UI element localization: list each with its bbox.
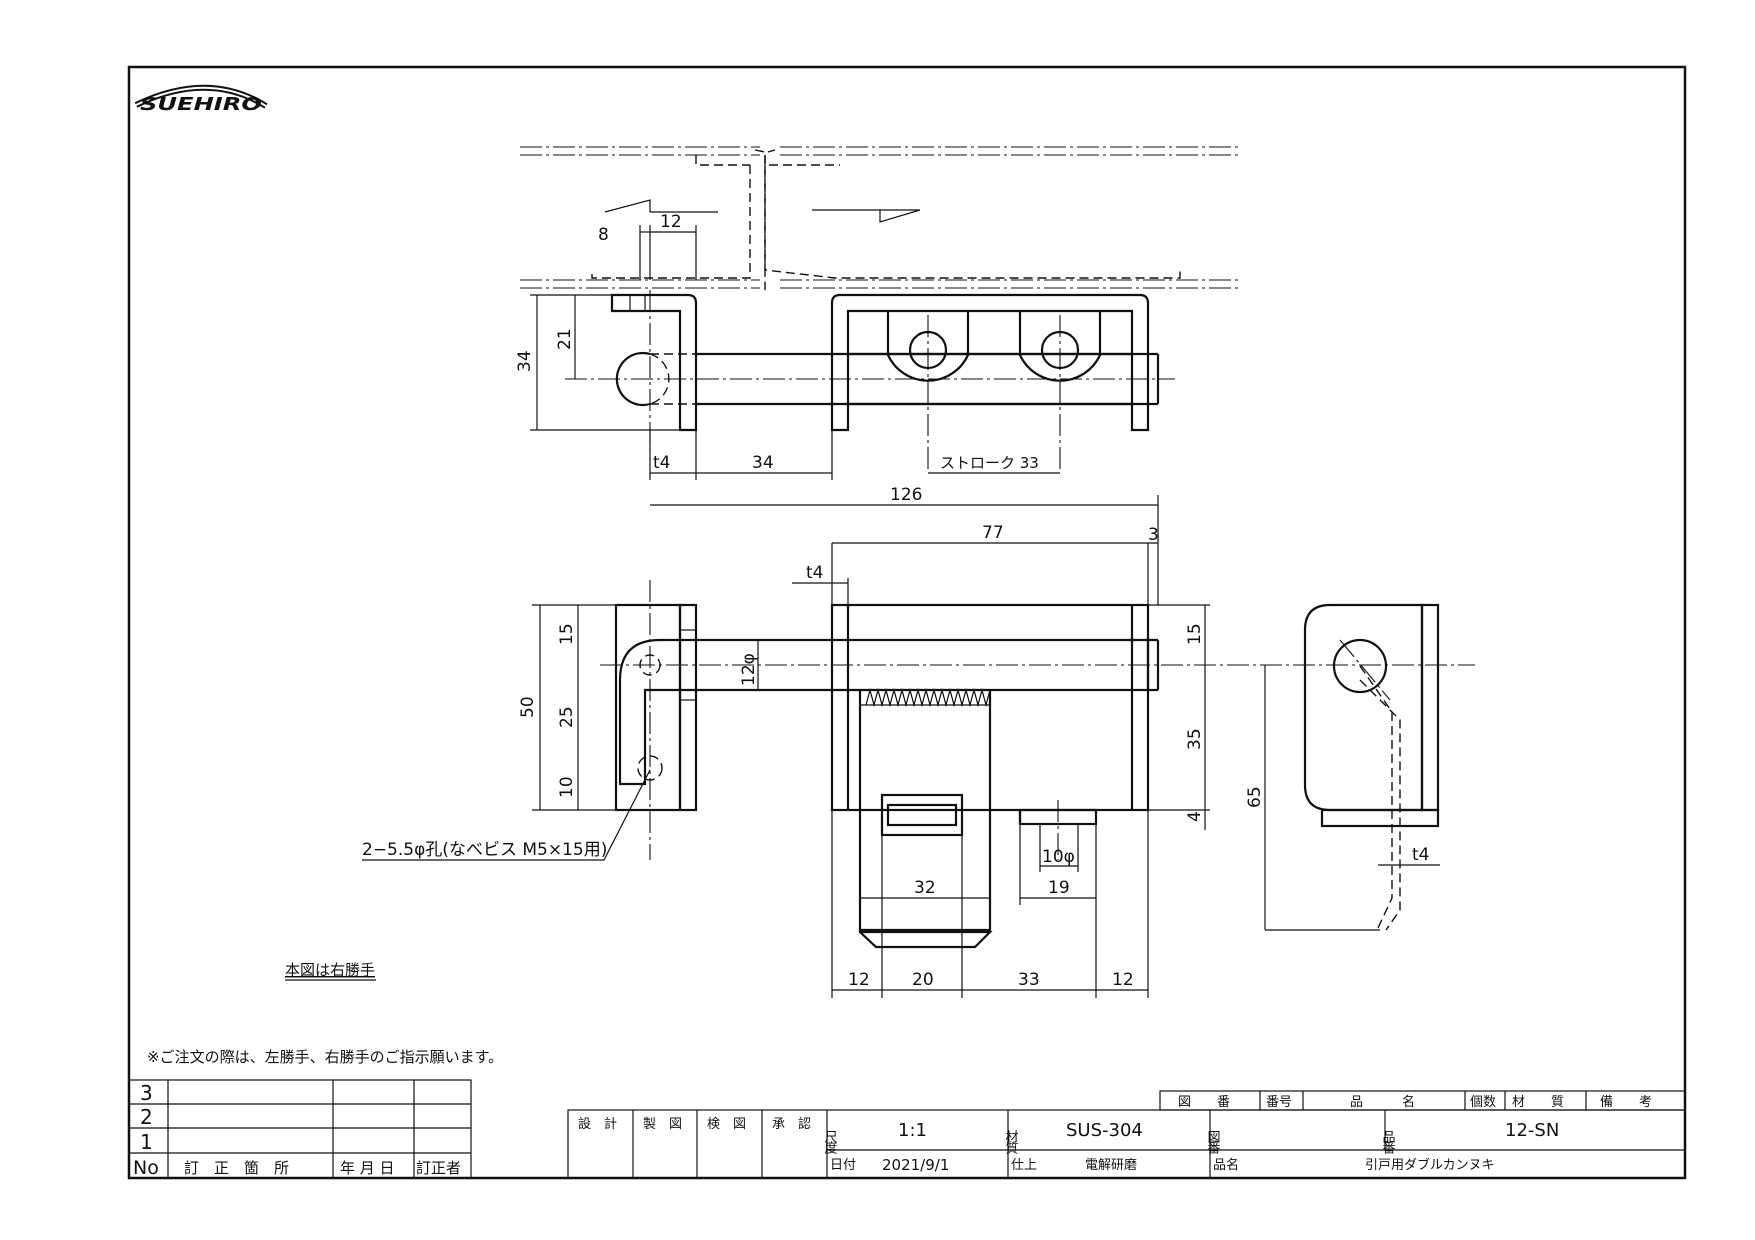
title-block: 図 番 番号 品 名 個数 材 質 備 考 設 計 製 図 検 図 承 認 尺度…: [567, 1090, 1686, 1179]
value-scale: 1:1: [898, 1120, 927, 1141]
side-view: t4: [1265, 603, 1440, 931]
drawing-border: [127, 65, 1687, 1180]
label-drawing-no: 図番: [1205, 1130, 1221, 1155]
top-view: 8 12 34 21 t4 34 ストローク 33: [515, 146, 1240, 480]
approval-check: 検 図: [707, 1117, 746, 1132]
dim-4: 4: [1185, 811, 1205, 822]
value-date: 2021/9/1: [882, 1156, 949, 1174]
revision-row-3: 3: [140, 1081, 153, 1105]
dim-12phi: 12φ: [739, 653, 759, 686]
dim-10-left: 10: [557, 776, 577, 798]
label-date: 日付: [830, 1158, 856, 1173]
header-material: 材 質: [1512, 1095, 1564, 1110]
value-material: SUS-304: [1066, 1120, 1143, 1141]
suehiro-logo: SUEHIRO: [134, 84, 268, 115]
dim-15-left: 15: [557, 623, 577, 645]
dim-19: 19: [1048, 878, 1070, 898]
dim-34-vertical: 34: [515, 350, 535, 372]
dim-77: 77: [982, 523, 1004, 543]
dim-20: 20: [912, 970, 934, 990]
dim-65: 65: [1245, 786, 1265, 808]
dim-8: 8: [598, 225, 609, 245]
dim-12-top: 12: [660, 212, 682, 232]
dim-12-right: 12: [1112, 970, 1134, 990]
logo-text: SUEHIRO: [140, 94, 262, 115]
revision-header-reviser: 訂正者: [416, 1159, 461, 1177]
header-remarks: 備 考: [1600, 1094, 1652, 1110]
header-drawing-no: 図 番: [1178, 1095, 1230, 1110]
note-hole: 2−5.5φ孔(なべビス M5×15用): [362, 840, 607, 860]
header-number: 番号: [1266, 1095, 1292, 1110]
dim-25: 25: [557, 706, 577, 728]
dim-stroke-33: ストローク 33: [940, 454, 1039, 472]
value-name: 引戸用ダブルカンヌキ: [1365, 1157, 1495, 1173]
dim-t4-top: t4: [653, 453, 670, 473]
dim-12-left: 12: [848, 970, 870, 990]
dim-50: 50: [518, 696, 538, 718]
dim-34-horizontal: 34: [752, 453, 774, 473]
overall-dimensions: 126 77 3 t4: [649, 485, 1159, 860]
dim-t4-front: t4: [806, 563, 823, 583]
label-scale: 尺度: [822, 1130, 838, 1154]
revision-row-1: 1: [140, 1130, 153, 1154]
revision-header-date: 年 月 日: [340, 1159, 395, 1177]
label-product-no: 品番: [1380, 1130, 1396, 1155]
dim-10phi: 10φ: [1042, 847, 1075, 867]
approval-draft: 製 図: [643, 1117, 682, 1132]
dim-15-right: 15: [1185, 623, 1205, 645]
approval-approve: 承 認: [772, 1116, 811, 1132]
dim-35: 35: [1185, 728, 1205, 750]
note-hand: 本図は右勝手: [285, 961, 375, 979]
dim-126: 126: [890, 485, 922, 505]
revision-table: 3 2 1 No 訂 正 箇 所 年 月 日 訂正者: [128, 1079, 472, 1179]
note-order: ※ご注文の際は、左勝手、右勝手のご指示願います。: [147, 1048, 503, 1066]
dim-32: 32: [914, 878, 936, 898]
dim-3: 3: [1148, 525, 1159, 545]
front-view: 50 15 25 10 12φ 15 35 4 65 10φ 19 32 12 …: [362, 603, 1475, 998]
approval-design: 設 計: [578, 1116, 617, 1132]
label-name: 品名: [1213, 1157, 1239, 1173]
label-material: 材質: [1003, 1130, 1019, 1155]
value-product-no: 12-SN: [1505, 1120, 1559, 1141]
revision-header-no: No: [133, 1157, 159, 1179]
dim-t4-side: t4: [1412, 845, 1429, 865]
revision-row-2: 2: [140, 1105, 153, 1129]
revision-header-location: 訂 正 箇 所: [184, 1159, 289, 1177]
label-finish: 仕上: [1011, 1158, 1037, 1173]
dim-33: 33: [1018, 970, 1040, 990]
dim-21: 21: [555, 328, 575, 350]
header-quantity: 個数: [1470, 1095, 1496, 1110]
value-finish: 電解研磨: [1085, 1158, 1137, 1173]
header-product-name: 品 名: [1350, 1094, 1415, 1110]
